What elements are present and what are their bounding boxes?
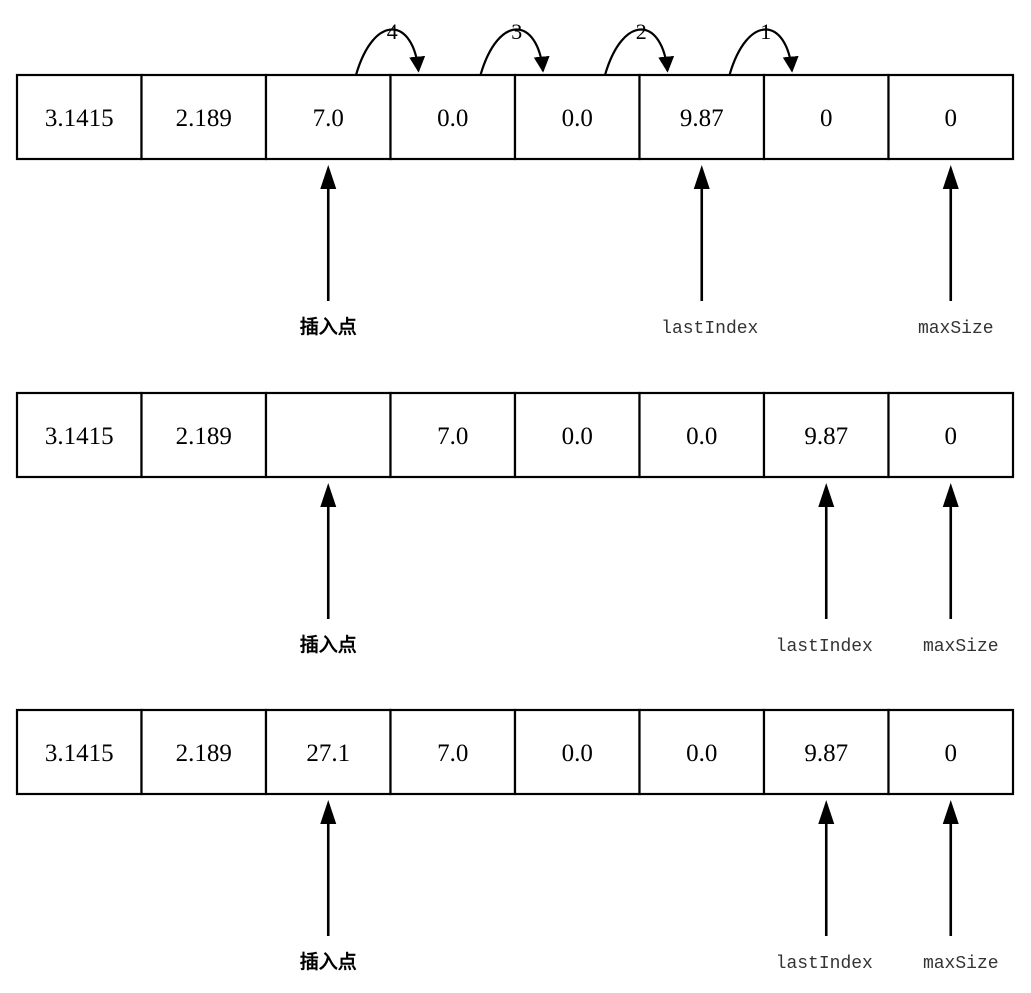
cell-value: 7.0 [437, 740, 468, 767]
cell-value: 2.189 [176, 423, 232, 450]
array-cell [762, 391, 890, 479]
cell-value: 0.0 [562, 423, 593, 450]
cell-value: 0.0 [562, 105, 593, 132]
shift-step-number: 1 [760, 19, 771, 44]
array-cell [389, 391, 517, 479]
pointer-arrow-head [942, 800, 959, 824]
cell-value: 0.0 [686, 740, 717, 767]
array-cell [887, 73, 1015, 161]
array-cell [389, 708, 517, 796]
array-row: 3.1415 2.189 27.1 7.0 0.0 0.0 9.87 0 插入点 lastInde… [15, 708, 1015, 974]
pointer-label: maxSize [923, 954, 999, 974]
array-row: 3.1415 2.189 7.0 0.0 0.0 9.87 0 插入点 lastIndex max… [15, 391, 1015, 657]
array-cell [638, 391, 766, 479]
pointer-arrow-head [320, 165, 337, 189]
cell-value: 7.0 [313, 105, 344, 132]
shift-arc [603, 28, 675, 76]
cell-value: 9.87 [804, 423, 848, 450]
array-cell [264, 73, 392, 161]
array-cell [264, 708, 392, 796]
pointer-label: lastIndex [776, 637, 873, 657]
cell-value: 2.189 [176, 740, 232, 767]
cell-value: 3.1415 [45, 105, 114, 132]
rows-layer: 3.1415 2.189 7.0 0.0 0.0 9.87 0 0 插入点 lastIndex ma… [15, 19, 1015, 974]
pointer-arrow-head [320, 800, 337, 824]
shift-arc [728, 28, 799, 76]
array-cell [513, 708, 641, 796]
pointer-arrow-head [942, 483, 959, 507]
cell-value: 27.1 [306, 740, 350, 767]
pointer-label: maxSize [918, 319, 994, 339]
array-cell [15, 708, 143, 796]
cell-value: 0 [945, 740, 958, 767]
insertion-point-label: 插入点 [300, 634, 357, 656]
insertion-point-label: 插入点 [300, 316, 357, 338]
array-cell [513, 73, 641, 161]
cell-value: 3.1415 [45, 423, 114, 450]
array-cell [887, 391, 1015, 479]
array-cell [140, 73, 268, 161]
array-cell [15, 73, 143, 161]
pointer-label: lastIndex [661, 319, 758, 339]
pointer-arrow-head [818, 800, 835, 824]
array-cell [887, 708, 1015, 796]
cell-value: 0 [945, 423, 958, 450]
cell-value: 0 [945, 105, 958, 132]
shift-step-number: 3 [511, 19, 522, 44]
pointer-label: lastIndex [776, 954, 873, 974]
cell-value: 0.0 [437, 105, 468, 132]
cell-value: 2.189 [176, 105, 232, 132]
shift-step-number: 2 [636, 19, 647, 44]
cell-value: 9.87 [680, 105, 724, 132]
pointer-label: maxSize [923, 637, 999, 657]
shift-arc [354, 28, 426, 76]
array-cell [264, 391, 392, 479]
pointer-arrow-head [320, 483, 337, 507]
insertion-point-label: 插入点 [300, 951, 357, 973]
cell-value: 7.0 [437, 423, 468, 450]
array-cell [15, 391, 143, 479]
cell-value: 0.0 [562, 740, 593, 767]
array-cell [638, 708, 766, 796]
array-row: 3.1415 2.189 7.0 0.0 0.0 9.87 0 0 插入点 lastIndex ma… [15, 19, 1015, 339]
array-cell [140, 708, 268, 796]
pointer-arrow-head [942, 165, 959, 189]
shift-arc [479, 28, 550, 76]
array-cell [762, 73, 890, 161]
shift-step-number: 4 [387, 19, 398, 44]
pointer-arrow-head [693, 165, 710, 189]
array-cell [638, 73, 766, 161]
cell-value: 0.0 [686, 423, 717, 450]
cell-value: 9.87 [804, 740, 848, 767]
cell-value: 3.1415 [45, 740, 114, 767]
pointer-arrow-head [818, 483, 835, 507]
cell-value: 0 [820, 105, 833, 132]
